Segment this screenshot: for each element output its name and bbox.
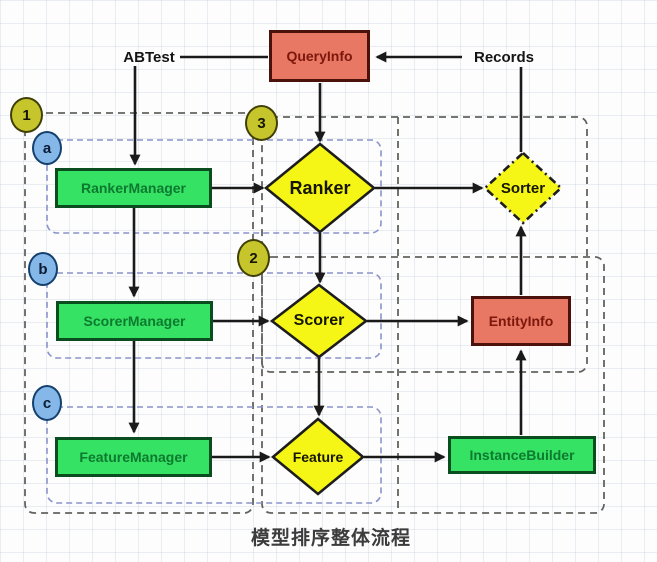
query-info-box: QueryInfo	[269, 30, 370, 82]
badge-c: c	[32, 385, 62, 421]
diagram-caption: 模型排序整体流程	[250, 528, 411, 549]
group-1-outline	[24, 112, 254, 514]
badge-2: 2	[237, 239, 270, 277]
badge-b: b	[28, 252, 58, 286]
instance-builder-box: InstanceBuilder	[448, 436, 596, 474]
badge-a: a	[32, 131, 62, 165]
feature-manager-box: FeatureManager	[55, 437, 212, 477]
records-label: Records	[473, 49, 535, 66]
row-b-outline	[46, 272, 382, 359]
scorer-diamond	[269, 283, 369, 359]
feature-label: Feature	[292, 449, 344, 465]
badge-3: 3	[245, 105, 278, 141]
scorer-manager-box: ScorerManager	[56, 301, 213, 341]
ranker-diamond	[263, 142, 377, 234]
entity-info-box: EntityInfo	[471, 296, 571, 346]
feature-diamond	[270, 417, 366, 496]
ranker-label: Ranker	[289, 177, 351, 198]
row-a-outline	[46, 139, 382, 234]
ranker-manager-box: RankerManager	[55, 168, 212, 208]
group-2-outline	[261, 256, 605, 514]
abtest-label: ABTest	[123, 49, 175, 66]
badge-1: 1	[10, 97, 43, 133]
sorter-diamond	[483, 151, 563, 225]
scorer-label: Scorer	[293, 312, 345, 329]
sorter-label: Sorter	[500, 179, 546, 197]
